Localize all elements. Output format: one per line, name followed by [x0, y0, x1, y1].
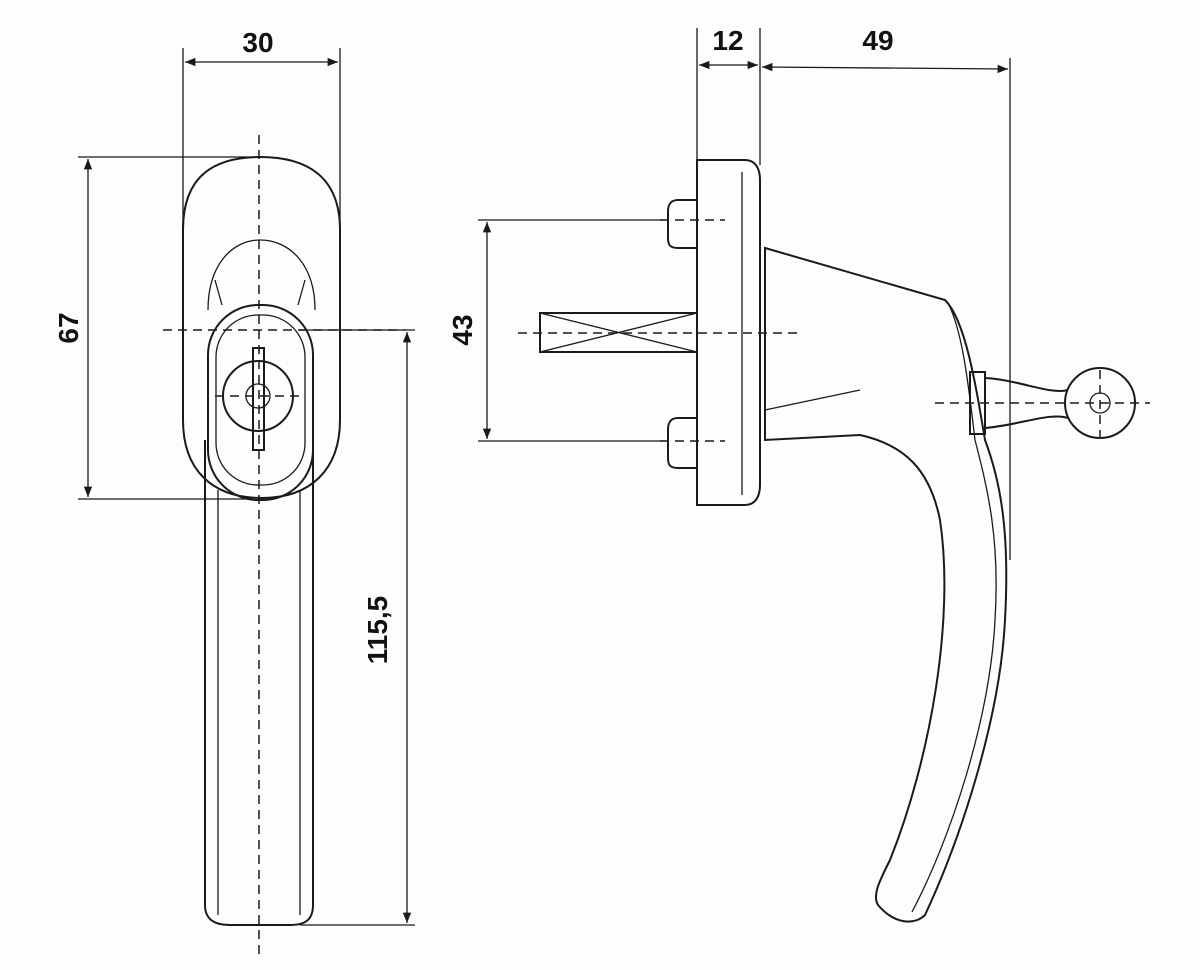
screw-top — [667, 199, 697, 249]
lock-cylinder-inner — [215, 314, 306, 486]
handle-neck-edge — [764, 389, 861, 411]
projection-dimension-label: 49 — [862, 25, 893, 56]
screw-bottom — [667, 417, 697, 469]
side-view: 12 49 43 — [447, 25, 1150, 923]
rose-head-outline — [182, 155, 341, 500]
screw-spacing-dimension-label: 43 — [447, 314, 478, 345]
rotation-mark — [297, 279, 306, 306]
head-height-dimension-label: 67 — [53, 312, 84, 343]
handle-length-dimension-label: 115,5 — [362, 596, 393, 665]
handle-body-outline — [764, 246, 1008, 923]
rose-recess — [207, 239, 316, 311]
front-view: 30 67 115,5 — [53, 27, 415, 955]
width-dimension-label: 30 — [242, 27, 273, 58]
handle-body-edge — [911, 302, 997, 913]
projection-dimension-line — [761, 62, 1009, 74]
key-neck — [984, 377, 1069, 429]
spindle-cross — [539, 312, 698, 353]
lock-cylinder-outline — [207, 304, 314, 501]
rose-depth-dimension-label: 12 — [712, 25, 743, 56]
rose-plate — [696, 159, 761, 506]
rotation-mark — [214, 279, 223, 306]
handle-arm-outline — [204, 440, 314, 926]
